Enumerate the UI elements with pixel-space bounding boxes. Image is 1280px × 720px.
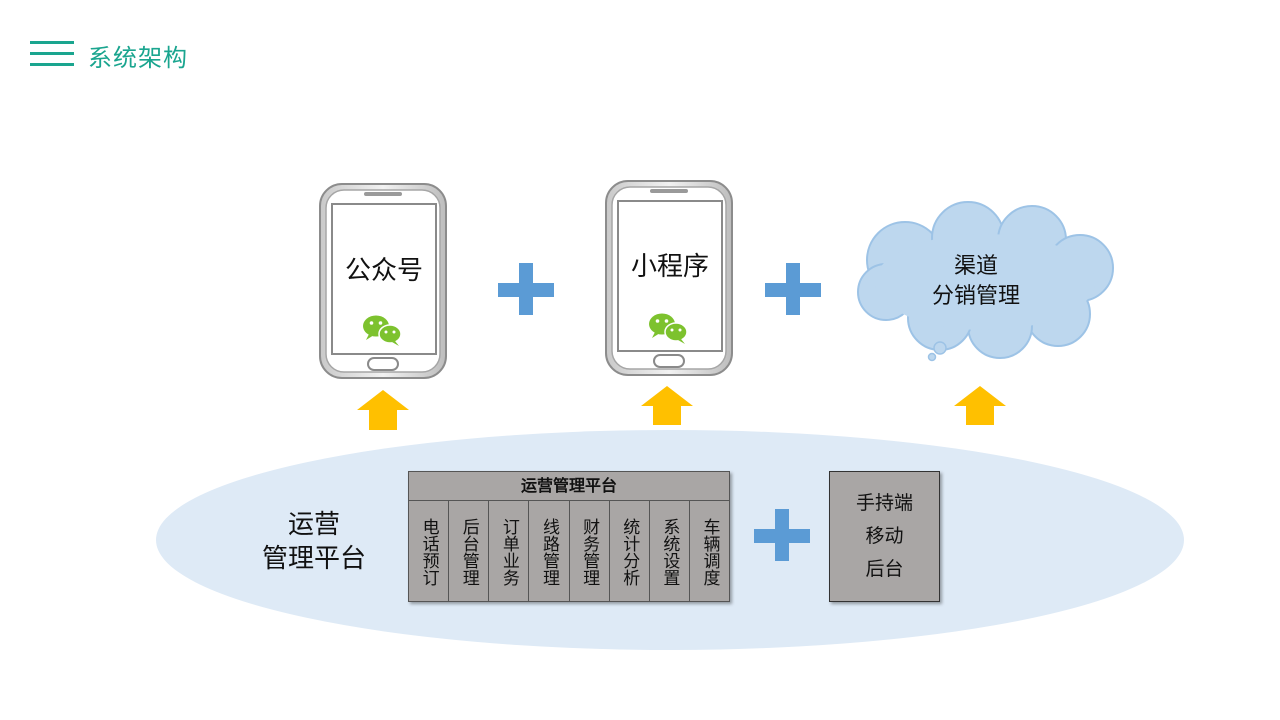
mini-program-label: 小程序 (630, 252, 709, 282)
operations-label-line1: 运营 (287, 510, 340, 540)
module-row: 电话预订 后台管理 订单业务 线路管理 财务管理 统计分析 系统设置 车辆调度 (409, 501, 729, 602)
module-cell: 电话预订 (409, 501, 450, 602)
handheld-line3: 后台 (865, 558, 904, 580)
wechat-icon (649, 313, 688, 344)
cloud-channel-distribution (857, 201, 1114, 362)
arrow-up-icon (357, 390, 409, 430)
arrow-up-icon (954, 386, 1006, 425)
arrow-up-icon (641, 386, 693, 425)
module-cell: 财务管理 (570, 501, 610, 602)
module-cell: 后台管理 (449, 501, 490, 602)
handheld-line2: 移动 (865, 525, 904, 547)
operations-label: 运营 管理平台 (244, 508, 384, 576)
channel-distribution-line2: 分销管理 (931, 284, 1020, 309)
wechat-icon (363, 315, 402, 346)
module-phone-booking: 电话预订 (418, 517, 439, 586)
plus-icon (754, 509, 810, 561)
module-statistics-analysis: 统计分析 (619, 517, 640, 586)
platform-box: 运营管理平台 电话预订 后台管理 订单业务 线路管理 财务管理 统计分析 系统设… (408, 471, 730, 602)
module-vehicle-dispatch: 车辆调度 (699, 517, 720, 586)
module-finance-management: 财务管理 (579, 517, 600, 586)
plus-icon (765, 263, 821, 315)
wechat-account-label: 公众号 (344, 256, 423, 286)
menu-icon (30, 41, 74, 67)
module-system-settings: 系统设置 (659, 517, 680, 586)
channel-distribution-label: 渠道 分销管理 (876, 252, 1076, 312)
channel-distribution-line1: 渠道 (953, 254, 998, 279)
module-backend-management: 后台管理 (458, 517, 479, 586)
phone-mini-program (605, 180, 733, 376)
module-cell: 系统设置 (650, 501, 690, 602)
plus-icon (498, 263, 554, 315)
platform-title: 运营管理平台 (409, 472, 729, 501)
module-route-management: 线路管理 (538, 517, 559, 586)
operations-label-line2: 管理平台 (261, 544, 366, 574)
module-cell: 订单业务 (489, 501, 530, 602)
page-title: 系统架构 (88, 44, 188, 72)
module-cell: 统计分析 (610, 501, 650, 602)
module-order-business: 订单业务 (498, 517, 519, 586)
handheld-line1: 手持端 (855, 492, 913, 514)
module-cell: 线路管理 (529, 501, 570, 602)
phone-wechat-account (319, 183, 447, 379)
module-cell: 车辆调度 (690, 501, 729, 602)
handheld-box: 手持端 移动 后台 (829, 471, 940, 602)
